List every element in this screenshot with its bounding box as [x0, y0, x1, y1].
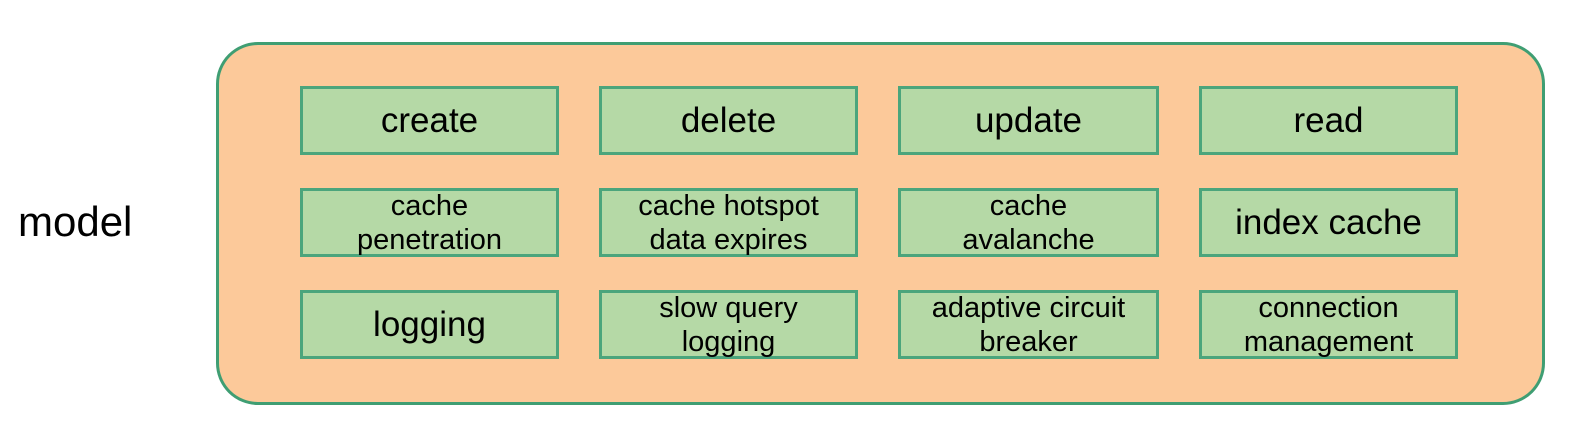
- capability-label: logging: [373, 304, 486, 344]
- capability-box[interactable]: logging: [300, 290, 559, 359]
- capability-label: delete: [680, 100, 777, 140]
- capability-label: read: [1293, 100, 1364, 140]
- capability-box[interactable]: delete: [599, 86, 858, 155]
- capability-box[interactable]: read: [1199, 86, 1458, 155]
- group-side-label: model: [18, 198, 133, 245]
- capability-box[interactable]: create: [300, 86, 559, 155]
- capability-box[interactable]: update: [898, 86, 1159, 155]
- capability-label: update: [974, 100, 1083, 140]
- capability-label: index cache: [1235, 202, 1422, 242]
- capability-box[interactable]: index cache: [1199, 188, 1458, 257]
- capability-row: create delete update read: [300, 86, 1458, 155]
- capability-label: create: [380, 100, 479, 140]
